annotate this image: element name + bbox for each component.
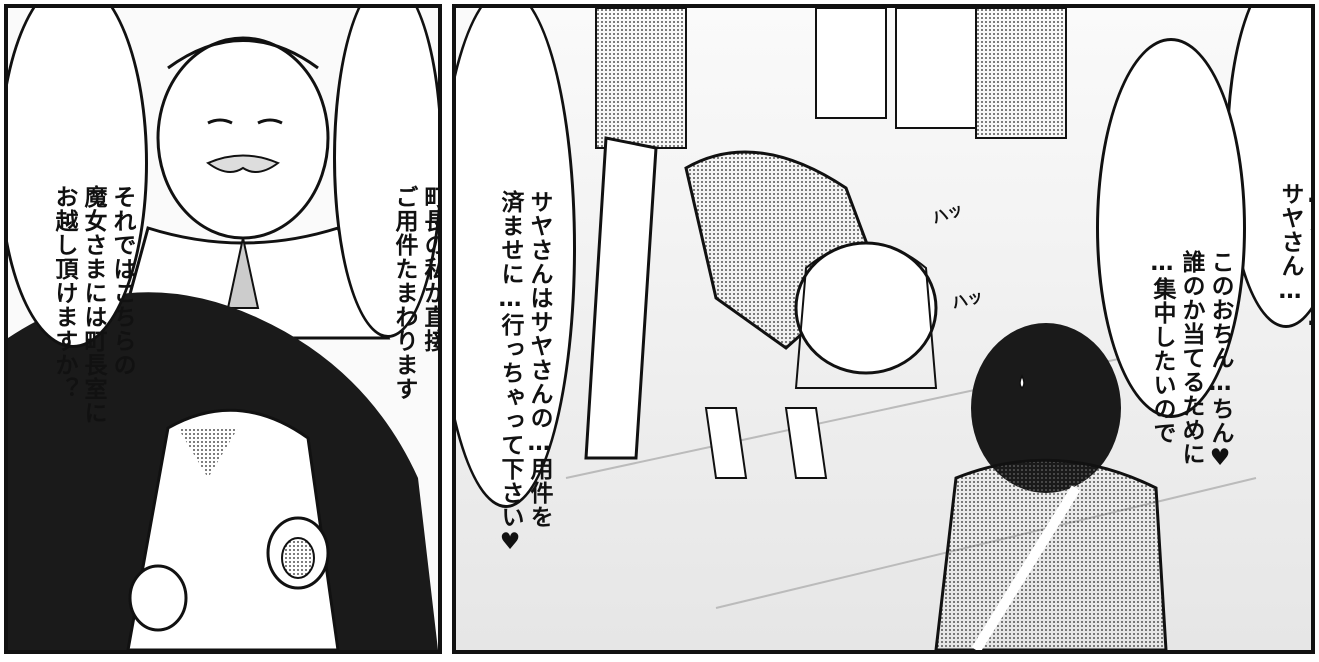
speech-line: サヤさんはサヤさんの…用件を — [526, 190, 552, 529]
speech-text-request: それではこちらの 魔女さまには町長室に お越し頂けますか？ — [20, 23, 165, 425]
speech-line: …騒がしい…ですね — [1306, 182, 1315, 404]
speech-line: それではこちらの — [109, 185, 135, 377]
speech-bubble-mayor — [333, 8, 438, 338]
speech-line: このおちん…ちん♥ — [1207, 250, 1233, 472]
speech-text-saya-noisy: …騒がしい…ですね サヤさん… — [1246, 20, 1315, 404]
panel-left: 町長の私が直接 ご用件たまわります それではこちらの 魔女さまには町長室に お越… — [4, 4, 442, 654]
speech-bubble-focus — [1096, 38, 1246, 418]
speech-text-mayor: 町長の私が直接 ご用件たまわります — [360, 23, 442, 401]
speech-line: …集中したいので — [1149, 250, 1175, 445]
speech-text-focus: このおちん…ちん♥ 誰のか当てるために …集中したいので — [1118, 88, 1263, 472]
speech-bubble-request — [8, 8, 148, 348]
speech-bubble-errand — [456, 8, 576, 508]
speech-line: ご用件たまわります — [391, 185, 417, 401]
speech-line: 町長の私が直接 — [420, 185, 442, 353]
speech-line: 魔女さまには町長室に — [80, 185, 106, 425]
speech-line: サヤさん… — [1277, 182, 1303, 305]
speech-line: 誰のか当てるために — [1178, 250, 1204, 466]
speech-line: 済ませに…行っちゃって下さい♥ — [497, 190, 523, 556]
panel-right: …騒がしい…ですね サヤさん… このおちん…ちん♥ 誰のか当てるために …集中し… — [452, 4, 1315, 654]
speech-line: お越し頂けますか？ — [51, 185, 77, 401]
speech-text-errand: サヤさんはサヤさんの…用件を 済ませに…行っちゃって下さい♥ — [466, 28, 582, 556]
